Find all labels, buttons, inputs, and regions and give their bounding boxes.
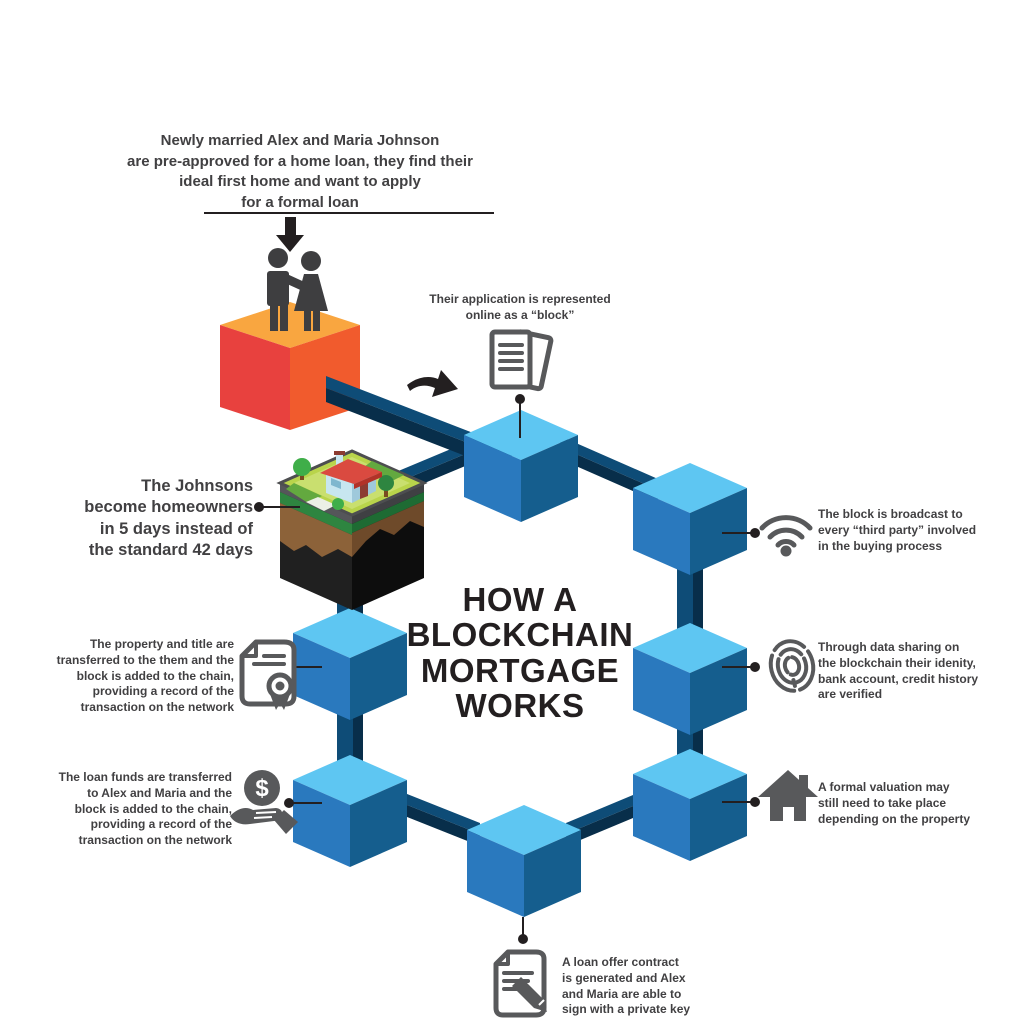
application-label: Their application is represented online … bbox=[429, 292, 611, 322]
chain-link bbox=[560, 436, 658, 490]
block-cube-contract bbox=[467, 805, 581, 917]
funds-label: The loan funds are transferred to Alex a… bbox=[58, 770, 232, 848]
contract-label: A loan offer contract is generated and A… bbox=[562, 955, 691, 1017]
chain-link bbox=[353, 705, 363, 768]
valuation-label: A formal valuation may still need to tak… bbox=[818, 780, 970, 826]
pen-icon bbox=[512, 977, 547, 1012]
applicants-cube bbox=[220, 302, 360, 430]
broadcast-label: The block is broadcast to every “third p… bbox=[818, 507, 977, 553]
connector-funds bbox=[284, 798, 322, 808]
chain-link bbox=[392, 799, 480, 846]
connector-outcome bbox=[254, 502, 300, 512]
money-hand-icon: $ bbox=[230, 770, 298, 834]
contract-sign-icon bbox=[493, 949, 547, 1018]
block-cube-property bbox=[293, 608, 407, 720]
block-cube-valuation bbox=[633, 749, 747, 861]
connector-application bbox=[515, 394, 525, 438]
verify-label: Through data sharing on the blockchain t… bbox=[818, 640, 979, 702]
chain-link bbox=[566, 787, 652, 834]
outcome-label: The Johnsons become homeowners in 5 days… bbox=[84, 477, 253, 560]
connector-broadcast bbox=[722, 528, 760, 538]
connector-verify bbox=[722, 662, 760, 672]
chain-link bbox=[392, 788, 480, 834]
flow-arrow-icon bbox=[407, 370, 458, 397]
page-title: HOW A BLOCKCHAIN MORTGAGE WORKS bbox=[406, 581, 634, 724]
block-cube-verify bbox=[633, 623, 747, 735]
connector-valuation bbox=[722, 797, 760, 807]
home-land-cube bbox=[276, 449, 428, 610]
tree-icon bbox=[293, 458, 394, 510]
down-arrow-stem bbox=[285, 217, 296, 237]
fingerprint-icon bbox=[768, 639, 816, 693]
wifi-icon bbox=[759, 515, 813, 557]
certificate-icon bbox=[239, 639, 297, 710]
connector-contract bbox=[518, 917, 528, 944]
chain-link bbox=[693, 552, 703, 635]
blockchain-ring bbox=[293, 376, 747, 917]
dollar-symbol: $ bbox=[255, 775, 269, 802]
block-cube-funds bbox=[293, 755, 407, 867]
intro-label: Newly married Alex and Maria Johnson are… bbox=[127, 132, 473, 212]
cuff bbox=[274, 810, 298, 834]
block-cube-broadcast bbox=[633, 463, 747, 575]
down-arrow-icon bbox=[276, 235, 304, 252]
house-illustration bbox=[320, 451, 382, 503]
chain-link bbox=[566, 798, 652, 846]
couple-icon bbox=[267, 248, 328, 331]
document-icon bbox=[489, 329, 554, 392]
house-icon bbox=[758, 770, 818, 821]
intro-pointer bbox=[204, 212, 494, 252]
property-label: The property and title are transferred t… bbox=[56, 637, 234, 715]
garden-path bbox=[306, 497, 336, 511]
